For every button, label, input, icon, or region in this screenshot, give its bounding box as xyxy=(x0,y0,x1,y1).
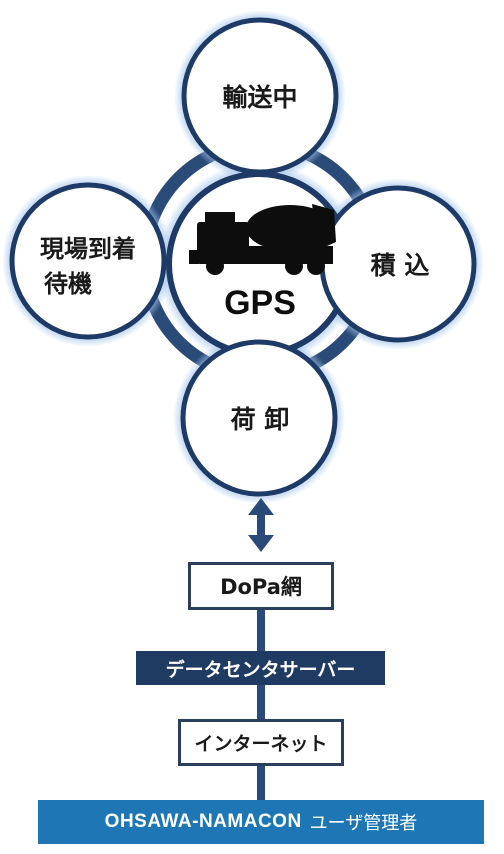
role-label: ユーザ管理者 xyxy=(309,813,418,834)
connector-line xyxy=(257,766,265,802)
connector-line xyxy=(257,682,265,720)
internet-label: インターネット xyxy=(194,733,328,755)
concrete-mixer-truck-icon xyxy=(189,204,336,275)
brand-label: OHSAWA-NAMACON xyxy=(104,811,302,832)
internet-box: インターネット xyxy=(178,719,344,766)
node-onsite-waiting xyxy=(9,182,167,340)
node-label-onsite-line2: 待機 xyxy=(44,270,92,298)
dopa-network-label: DoPa網 xyxy=(220,575,302,599)
node-label-loading: 積 込 xyxy=(371,251,430,280)
datacenter-server-label: データセンタサーバー xyxy=(165,658,356,681)
datacenter-server-box: データセンタサーバー xyxy=(136,651,385,685)
node-label-transport: 輸送中 xyxy=(222,83,297,112)
node-label-unloading: 荷 卸 xyxy=(231,405,290,434)
node-transport xyxy=(181,17,339,175)
gps-label: GPS xyxy=(224,284,296,322)
dopa-network-box: DoPa網 xyxy=(188,562,334,610)
node-unloading xyxy=(180,339,338,497)
bidirectional-arrow-icon xyxy=(248,498,274,552)
node-label-onsite-line1: 現場到着 xyxy=(40,235,136,263)
connector-line xyxy=(257,608,265,654)
user-admin-box: OHSAWA-NAMACON ユーザ管理者 xyxy=(38,800,484,844)
